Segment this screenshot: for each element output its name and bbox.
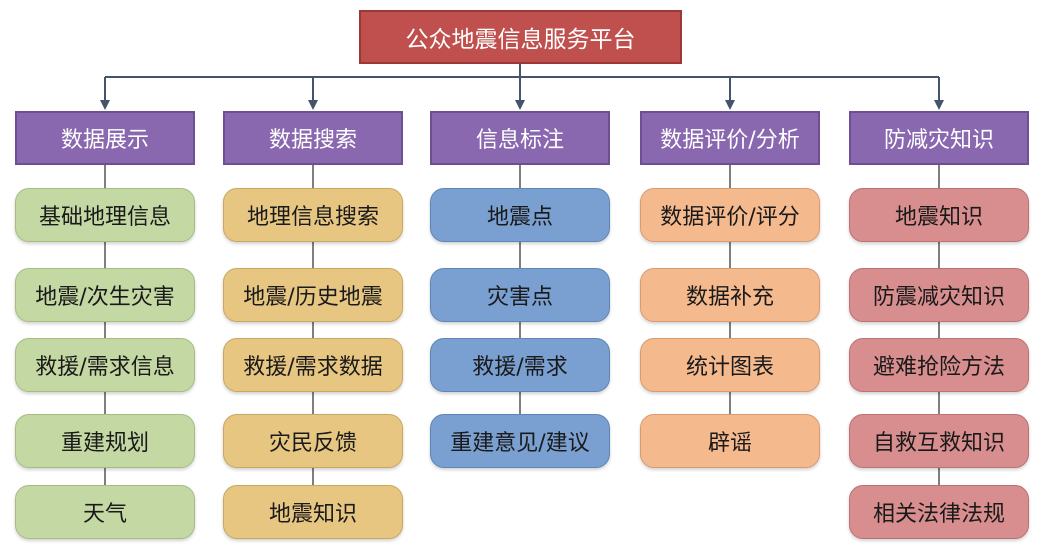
- item-node: 基础地理信息: [15, 188, 195, 242]
- category-disaster-knowledge: 防减灾知识: [849, 111, 1029, 165]
- item-node: 救援/需求信息: [15, 338, 195, 392]
- item-node: 地震/次生灾害: [15, 268, 195, 322]
- item-node: 地震知识: [849, 188, 1029, 242]
- item-node: 统计图表: [640, 338, 820, 392]
- item-node: 数据补充: [640, 268, 820, 322]
- item-node: 地震/历史地震: [223, 268, 403, 322]
- category-info-annotation: 信息标注: [430, 111, 610, 165]
- item-node: 辟谣: [640, 414, 820, 468]
- item-node: 灾民反馈: [223, 414, 403, 468]
- item-node: 自救互救知识: [849, 414, 1029, 468]
- item-node: 灾害点: [430, 268, 610, 322]
- item-node: 地震点: [430, 188, 610, 242]
- item-node: 地震知识: [223, 485, 403, 539]
- root-node: 公众地震信息服务平台: [359, 10, 682, 64]
- item-node: 地理信息搜索: [223, 188, 403, 242]
- category-data-search: 数据搜索: [223, 111, 403, 165]
- item-node: 救援/需求: [430, 338, 610, 392]
- item-node: 数据评价/评分: [640, 188, 820, 242]
- item-node: 救援/需求数据: [223, 338, 403, 392]
- category-data-display: 数据展示: [15, 111, 195, 165]
- item-node: 防震减灾知识: [849, 268, 1029, 322]
- item-node: 避难抢险方法: [849, 338, 1029, 392]
- tree-connectors: [100, 64, 944, 110]
- item-node: 相关法律法规: [849, 485, 1029, 539]
- category-data-evaluation: 数据评价/分析: [640, 111, 820, 165]
- item-node: 重建规划: [15, 414, 195, 468]
- item-node: 重建意见/建议: [430, 414, 610, 468]
- item-node: 天气: [15, 485, 195, 539]
